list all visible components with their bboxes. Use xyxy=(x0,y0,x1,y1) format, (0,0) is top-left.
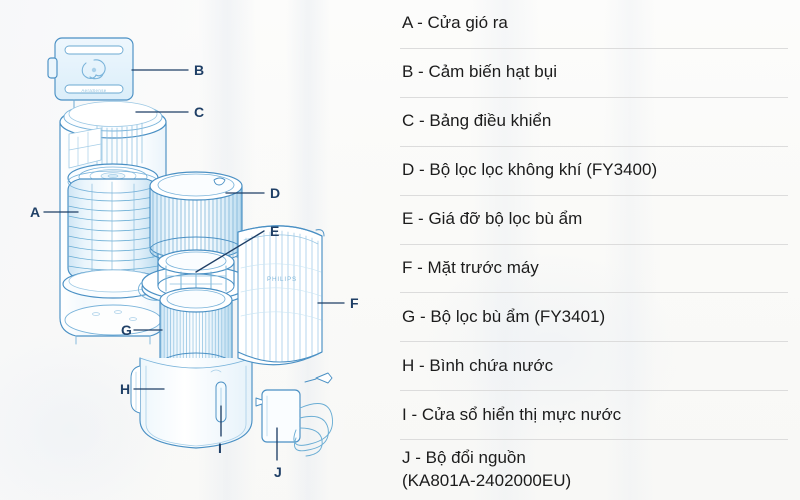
aerasense-logo-icon xyxy=(81,59,106,80)
legend-label-e: E - Giá đỡ bộ lọc bù ẩm xyxy=(402,209,583,229)
front-panel: PHILIPS xyxy=(237,225,325,366)
water-tank xyxy=(130,357,253,449)
product-exploded-diagram: AeraSense xyxy=(0,0,390,500)
callout-leader-lines xyxy=(43,69,345,461)
callout-label-e: E xyxy=(270,223,280,239)
callout-label-b: B xyxy=(194,62,205,78)
dust-sensor-panel: AeraSense xyxy=(47,37,134,159)
legend-label-a: A - Cửa gió ra xyxy=(402,13,508,33)
legend-label-h: H - Bình chứa nước xyxy=(402,355,554,375)
callout-label-j: J xyxy=(274,464,282,480)
callout-label-d: D xyxy=(270,185,281,201)
callout-label-g: G xyxy=(121,322,133,338)
diagram-linework: AeraSense xyxy=(47,37,334,457)
legend-item-h: H - Bình chứa nước xyxy=(400,342,788,392)
callout-label-c: C xyxy=(194,104,205,120)
legend-label-g: G - Bộ lọc bù ẩm (FY3401) xyxy=(402,306,606,326)
legend-item-d: D - Bộ lọc lọc không khí (FY3400) xyxy=(400,147,788,196)
air-filter-fy3400 xyxy=(149,171,243,264)
diagram-svg: AeraSense xyxy=(43,37,345,461)
legend-item-g: G - Bộ lọc bù ẩm (FY3401) xyxy=(400,293,788,343)
legend-label-j: J - Bộ đổi nguồn (KA801A-2402000EU) xyxy=(402,448,572,491)
legend-label-c: C - Bảng điều khiển xyxy=(402,111,552,131)
legend-item-e: E - Giá đỡ bộ lọc bù ẩm xyxy=(400,196,788,245)
callout-label-i: I xyxy=(218,440,223,456)
legend-item-b: B - Cảm biến hạt bụi xyxy=(400,49,788,98)
callout-label-a: A xyxy=(30,204,41,220)
legend-item-c: C - Bảng điều khiển xyxy=(400,98,788,147)
air-outlet-fins xyxy=(67,170,159,280)
legend-label-f: F - Mặt trước máy xyxy=(402,258,539,278)
power-adapter xyxy=(255,372,334,457)
legend-label-b: B - Cảm biến hạt bụi xyxy=(402,62,557,82)
callout-label-h: H xyxy=(120,381,131,397)
main-body-air-outlet xyxy=(59,101,167,345)
callout-label-f: F xyxy=(350,295,359,311)
legend-item-a: A - Cửa gió ra xyxy=(400,0,788,49)
legend-item-f: F - Mặt trước máy xyxy=(400,245,788,294)
philips-brand-text: PHILIPS xyxy=(267,276,297,283)
parts-legend-list: A - Cửa gió ra B - Cảm biến hạt bụi C - … xyxy=(396,0,800,500)
water-level-window xyxy=(215,381,227,423)
legend-item-i: I - Cửa sổ hiển thị mực nước xyxy=(400,391,788,441)
legend-label-i: I - Cửa sổ hiển thị mực nước xyxy=(402,404,622,424)
legend-item-j: J - Bộ đổi nguồn (KA801A-2402000EU) xyxy=(400,440,788,500)
sensor-brand-text: AeraSense xyxy=(81,88,106,93)
legend-label-d: D - Bộ lọc lọc không khí (FY3400) xyxy=(402,160,658,180)
